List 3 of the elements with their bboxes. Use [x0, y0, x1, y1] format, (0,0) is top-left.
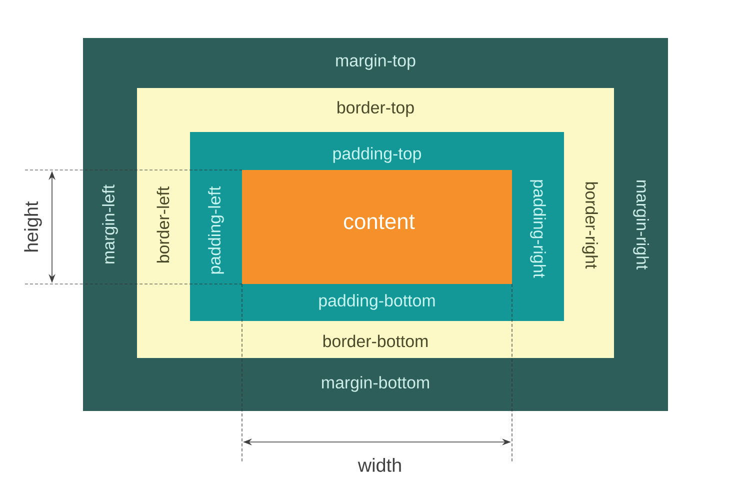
- dimension-label: height: [24, 201, 42, 252]
- content-box: content: [242, 170, 512, 284]
- dimension-label: width: [358, 458, 401, 472]
